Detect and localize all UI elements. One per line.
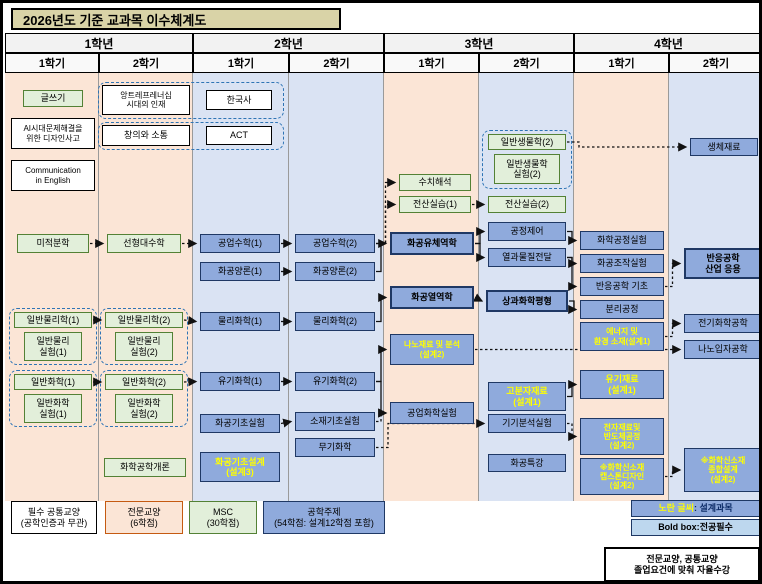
group-physics1: [9, 308, 97, 365]
course-eng-math1: 공업수학(1): [200, 234, 280, 253]
legend-common-liberal: 필수 공통교양 (공학인증과 무관): [11, 501, 97, 534]
course-basic-design: 화공기초설계 (설계3): [200, 452, 280, 482]
course-heat-mass: 열과물질전달: [488, 248, 566, 267]
course-comm-english: Communication in English: [11, 160, 95, 191]
course-nano-analysis: 나노재료 및 분석 (설계2): [390, 334, 474, 365]
course-chem-lab1: 일반화학 실험(1): [24, 394, 82, 423]
course-eng-math2: 공업수학(2): [295, 234, 375, 253]
course-numerical: 수치해석: [399, 174, 471, 191]
course-physics-lab1: 일반물리 실험(1): [24, 332, 82, 361]
course-stoich2: 화공양론(2): [295, 262, 375, 281]
semester-header-y1s1: 1학기: [5, 53, 99, 73]
course-unit-op-lab: 화공조작실험: [580, 254, 664, 273]
course-capstone: ※화학신소재 캡스톤디자인 (설계2): [580, 458, 664, 495]
year-header-2: 2학년: [193, 33, 384, 53]
course-intro-che: 화학공학개론: [104, 458, 186, 477]
legend-design-yellow-text: 노란 글씨: [658, 503, 694, 514]
course-final-design: ※화학신소재 종합설계 (설계2): [684, 448, 759, 492]
legend-free-enrollment-note: 전문교양, 공통교양 졸업요건에 맞춰 자율수강: [604, 547, 759, 581]
course-chem1: 일반화학(1): [14, 374, 92, 390]
column-bg-y2s2: [289, 73, 384, 501]
course-pchem1: 물리화학(1): [200, 312, 280, 331]
course-reaction-basics: 반응공학 기초: [580, 277, 664, 296]
course-ochem1: 유기화학(1): [200, 372, 280, 391]
semester-header-y3s2: 2학기: [479, 53, 574, 73]
semester-header-y4s1: 1학기: [574, 53, 669, 73]
course-fluid: 화공유체역학: [390, 232, 474, 255]
legend-bold-label: Bold box:: [658, 522, 700, 533]
legend-professional-liberal: 전문교양 (6학점): [105, 501, 183, 534]
course-ai-design: AI시대문제해결을 위한 디자인사고: [11, 118, 95, 149]
course-korean-history: 한국사: [206, 90, 272, 110]
course-nanoparticle: 나노입자공학: [684, 340, 759, 359]
course-inorganic: 무기화학: [295, 438, 375, 457]
legend-engineering-topics: 공학주제 (54학점: 설계12학점 포함): [263, 501, 385, 534]
course-electronic-materials: 전자재료및 반도체공정 (설계2): [580, 418, 664, 455]
course-act: ACT: [206, 126, 272, 145]
semester-header-y2s2: 2학기: [289, 53, 384, 73]
group-liberal-row2: [98, 122, 284, 150]
course-entrepreneurship: 앙트레프레너십 시대의 인재: [102, 85, 190, 115]
course-process-lab: 화학공정실험: [580, 231, 664, 250]
course-linear-algebra: 선형대수학: [107, 234, 181, 253]
course-ind-chem-lab: 공업화학실험: [390, 402, 474, 424]
legend-msc: MSC (30학점): [189, 501, 257, 534]
course-organic-materials: 유기재료 (설계1): [580, 370, 664, 399]
semester-header-y4s2: 2학기: [669, 53, 759, 73]
course-pchem2: 물리화학(2): [295, 312, 375, 331]
course-bio-lab2: 일반생물학 실험(2): [494, 154, 560, 184]
group-chem1: [9, 370, 97, 427]
course-chem-lab2: 일반화학 실험(2): [115, 394, 173, 423]
group-physics2: [100, 308, 188, 365]
course-biomaterials: 생체재료: [690, 138, 758, 156]
course-stoich1: 화공양론(1): [200, 262, 280, 281]
course-basic-lab: 화공기초실험: [200, 414, 280, 433]
course-materials-lab: 소재기초실험: [295, 412, 375, 431]
course-physics2: 일반물리학(2): [105, 312, 183, 328]
course-instrument-lab: 기기분석실험: [488, 414, 566, 433]
year-header-3: 3학년: [384, 33, 574, 53]
course-chem2: 일반화학(2): [105, 374, 183, 390]
semester-header-y3s1: 1학기: [384, 53, 479, 73]
course-ochem2: 유기화학(2): [295, 372, 375, 391]
course-energy-env: 에너지 및 환경 소재(설계1): [580, 322, 664, 351]
course-process-control: 공정제어: [488, 222, 566, 241]
course-creativity: 창의와 소통: [102, 125, 190, 146]
course-special-topics: 화공특강: [488, 454, 566, 472]
course-computing1: 전산실습(1): [399, 196, 471, 213]
semester-header-y2s1: 1학기: [193, 53, 289, 73]
legend-design-rest-text: : 설계과목: [694, 503, 733, 514]
legend-bold-rest: 전공필수: [699, 522, 733, 533]
legend-design-courses: 노란 글씨: 설계과목: [631, 500, 759, 517]
course-physics1: 일반물리학(1): [14, 312, 92, 328]
course-physics-lab2: 일반물리 실험(2): [115, 332, 173, 361]
course-bio2: 일반생물학(2): [488, 134, 566, 150]
group-biology: [482, 130, 572, 189]
course-writing: 글쓰기: [23, 90, 83, 107]
course-polymer: 고분자재료 (설계1): [488, 382, 566, 411]
course-phase-equil: 상과화학평형: [486, 290, 568, 312]
course-reaction-app: 반응공학 산업 응용: [684, 248, 759, 279]
course-thermo: 화공열역학: [390, 286, 474, 309]
year-header-4: 4학년: [574, 33, 759, 53]
course-separation: 분리공정: [580, 300, 664, 319]
group-liberal-row1: [98, 82, 284, 119]
course-calculus: 미적분학: [17, 234, 89, 253]
semester-header-y1s2: 2학기: [99, 53, 193, 73]
course-computing2: 전산실습(2): [488, 196, 566, 213]
group-chem2: [100, 370, 188, 427]
course-electrochem: 전기화학공학: [684, 314, 759, 333]
page-title: 2026년도 기준 교과목 이수체계도: [11, 8, 341, 30]
legend-bold-required: Bold box: 전공필수: [631, 519, 759, 536]
year-header-1: 1학년: [5, 33, 193, 53]
